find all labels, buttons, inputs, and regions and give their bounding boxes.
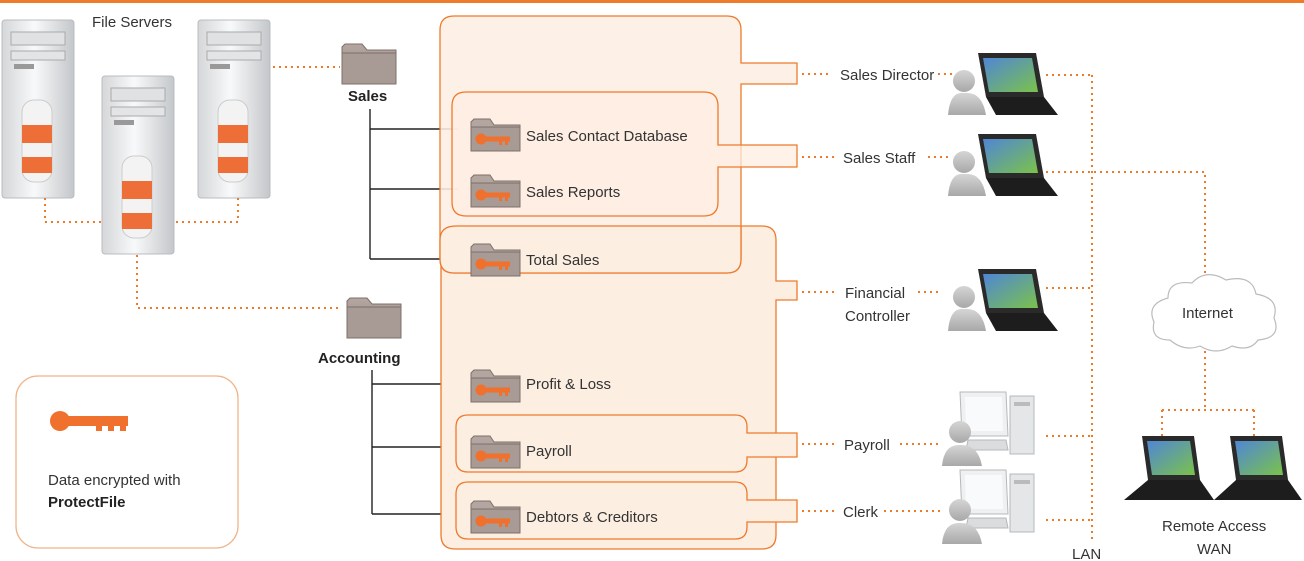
role-clerk: Clerk (843, 504, 879, 521)
file-servers-group: File Servers (1, 14, 271, 255)
debtors-creditors-bubble (455, 481, 798, 540)
legend-text: Data encrypted with (48, 472, 181, 489)
lan-connections (1046, 74, 1255, 542)
laptop-user-icon (948, 134, 1058, 196)
desktop-user-icon (941, 391, 1035, 467)
role-sales-staff: Sales Staff (843, 150, 916, 167)
legend-box: Data encrypted with ProtectFile (15, 375, 239, 549)
folder-tree-lines (369, 109, 458, 515)
server-icon (101, 75, 175, 255)
file-sales-reports: Sales Reports (526, 184, 620, 201)
remote-laptops (1124, 436, 1302, 500)
sales-files-bubble (451, 91, 798, 217)
remote-access-label: Remote Access (1162, 518, 1266, 535)
server-icon (1, 19, 75, 199)
role-financial-controller-line2: Controller (845, 308, 910, 325)
file-servers-label: File Servers (92, 14, 172, 31)
sales-folder-label: Sales (348, 88, 387, 105)
server-icon (197, 19, 271, 199)
lan-label: LAN (1072, 546, 1101, 561)
file-debtors-creditors: Debtors & Creditors (526, 509, 658, 526)
accounting-folder-icon (346, 297, 402, 339)
file-sales-contact-database: Sales Contact Database (526, 128, 688, 145)
wan-label: WAN (1197, 541, 1231, 558)
laptop-user-icon (948, 269, 1058, 331)
desktop-user-icon (941, 469, 1035, 545)
key-icon (50, 411, 128, 431)
role-connectors (802, 73, 952, 512)
top-accent-bar (0, 0, 1304, 3)
laptop-user-icon (948, 53, 1058, 115)
accounting-folder-label: Accounting (318, 350, 401, 367)
internet-label: Internet (1182, 305, 1234, 322)
server-connections (44, 66, 340, 309)
internet-cloud-icon (1151, 274, 1277, 352)
role-financial-controller-line1: Financial (845, 285, 905, 302)
legend-product: ProtectFile (48, 494, 126, 511)
file-total-sales: Total Sales (526, 252, 599, 269)
role-sales-director: Sales Director (840, 67, 934, 84)
file-profit-loss: Profit & Loss (526, 376, 611, 393)
role-payroll: Payroll (844, 437, 890, 454)
file-list: Sales Contact Database Sales Reports Tot… (470, 118, 688, 534)
file-payroll: Payroll (526, 443, 572, 460)
payroll-bubble (455, 414, 798, 473)
sales-folder-icon (341, 43, 397, 85)
